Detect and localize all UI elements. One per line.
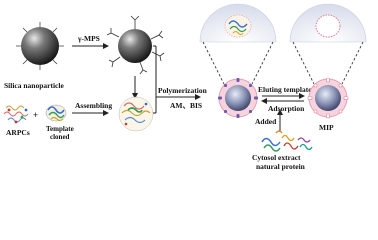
gamma-mps-label: γ-MPS	[77, 34, 100, 43]
natural-protein-label: natural protein	[256, 162, 306, 171]
polymerization-label: Polymerization	[158, 86, 208, 95]
cytosol-protein-cluster	[261, 130, 313, 152]
adsorption-label: Adsorption	[268, 104, 305, 113]
mip-particle	[307, 77, 349, 119]
am-bis-label: AM、BIS	[170, 101, 202, 110]
mps-modified-silica	[106, 15, 165, 75]
zoom-dome-imprinted	[199, 3, 277, 85]
imprinted-particle-with-template	[218, 78, 258, 118]
cytosol-label: Cytosol extract	[252, 153, 301, 162]
surface-oh-groups	[16, 22, 64, 70]
zoom-dome-cavity	[289, 3, 367, 85]
arpcs-label: ARPCs	[6, 128, 30, 137]
merge-bracket	[153, 45, 157, 114]
template-protein	[45, 104, 67, 122]
template-label-line1: Template	[46, 125, 74, 133]
plus-sign: +	[33, 110, 38, 120]
template-label-line2: cloned	[50, 133, 70, 141]
mip-label: MIP	[319, 123, 334, 132]
arpcs-cluster	[3, 105, 29, 124]
silica-nanoparticle	[16, 22, 64, 70]
assembled-composite	[118, 96, 154, 132]
assembling-label: Assembling	[75, 101, 112, 110]
eluting-label: Eluting templates	[258, 85, 315, 94]
diagram-canvas: Silica nanoparticle γ-MPS ARPCs + Templa…	[3, 3, 367, 171]
silica-label: Silica nanoparticle	[4, 81, 64, 90]
added-label: Added	[255, 117, 277, 126]
